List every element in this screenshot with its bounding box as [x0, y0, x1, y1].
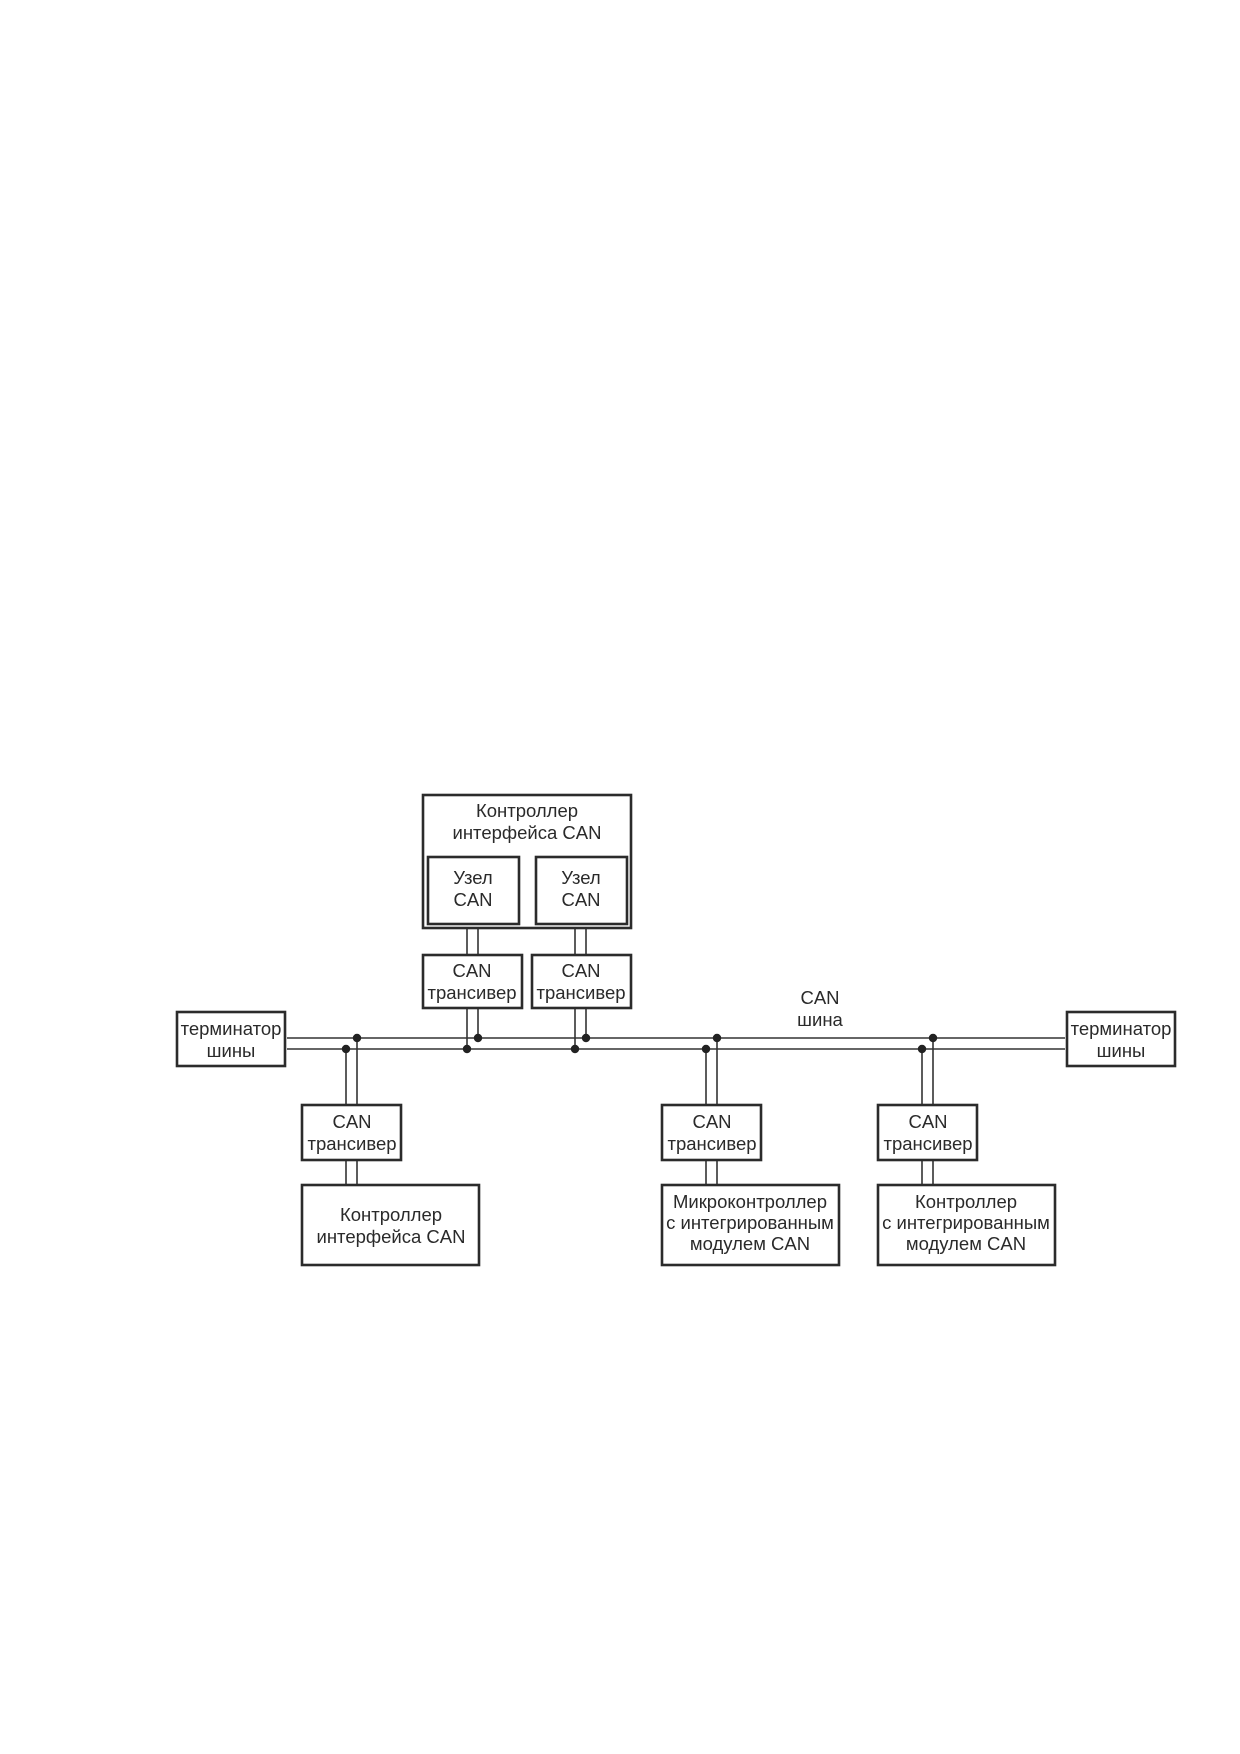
top-controller-title-line1: Контроллер — [476, 800, 578, 821]
transceiver-frame — [300, 1103, 403, 1162]
bus-label-line1: CAN — [800, 987, 839, 1008]
terminator-left: терминатор шины — [175, 1010, 287, 1068]
controller-frame — [300, 1183, 481, 1267]
transceiver-frame — [530, 953, 633, 1010]
junction-dot — [570, 1044, 580, 1054]
junction-dot — [341, 1044, 351, 1054]
junction-dot — [917, 1044, 927, 1054]
can-node-left-line2: CAN — [453, 889, 492, 910]
top-transceiver-right: CAN трансивер — [530, 953, 633, 1010]
controller-frame — [660, 1183, 841, 1267]
transceiver-line1: CAN — [452, 960, 491, 981]
top-transceiver-left: CAN трансивер — [421, 953, 524, 1010]
controller-frame — [876, 1183, 1057, 1267]
junction-dot — [473, 1033, 483, 1043]
transceiver-line2: трансивер — [427, 982, 516, 1003]
terminator-line2: шины — [207, 1040, 256, 1061]
transceiver-line1: CAN — [692, 1111, 731, 1132]
terminator-frame — [1065, 1010, 1177, 1068]
bottom-transceiver-2: CAN трансивер — [660, 1103, 763, 1162]
top-controller-title-line2: интерфейса CAN — [453, 822, 602, 843]
bottom-controller-1-line2: интерфейса CAN — [317, 1226, 466, 1247]
can-node-right-frame — [534, 855, 629, 926]
junction-dot — [928, 1033, 938, 1043]
transceiver-line2: трансивер — [667, 1133, 756, 1154]
transceiver-line1: CAN — [561, 960, 600, 981]
can-bus-lines — [287, 1037, 1065, 1050]
can-node-left-line1: Узел — [453, 867, 492, 888]
can-node-right-line1: Узел — [561, 867, 600, 888]
terminator-line1: терминатор — [181, 1018, 282, 1039]
bottom-controller-2: Микроконтроллер с интегрированным модуле… — [660, 1183, 841, 1267]
can-node-right: Узел CAN — [534, 855, 629, 926]
junction-dot — [712, 1033, 722, 1043]
transceiver-line2: трансивер — [536, 982, 625, 1003]
bottom-controller-3-line1: Контроллер — [915, 1191, 1017, 1212]
terminator-frame — [175, 1010, 287, 1068]
transceiver-line1: CAN — [332, 1111, 371, 1132]
transceiver-line2: трансивер — [307, 1133, 396, 1154]
transceiver-frame — [876, 1103, 979, 1162]
can-bus-label: CAN шина — [797, 987, 843, 1030]
junction-dot — [581, 1033, 591, 1043]
can-node-left-frame — [426, 855, 521, 926]
bottom-controller-2-line1: Микроконтроллер — [673, 1191, 827, 1212]
connection-wires — [345, 927, 934, 1185]
transceiver-line2: трансивер — [883, 1133, 972, 1154]
transceiver-line1: CAN — [908, 1111, 947, 1132]
bottom-controller-3-line3: модулем CAN — [906, 1233, 1026, 1254]
junction-dot — [462, 1044, 472, 1054]
junction-dots — [341, 1033, 938, 1054]
terminator-right: терминатор шины — [1065, 1010, 1177, 1068]
top-can-controller: Контроллер интерфейса CAN Узел CAN Узел … — [421, 793, 633, 930]
terminator-line2: шины — [1097, 1040, 1146, 1061]
bottom-controller-1: Контроллер интерфейса CAN — [300, 1183, 481, 1267]
transceiver-frame — [660, 1103, 763, 1162]
junction-dot — [701, 1044, 711, 1054]
transceiver-frame — [421, 953, 524, 1010]
bottom-controller-2-line2: с интегрированным — [666, 1212, 834, 1233]
terminator-line1: терминатор — [1071, 1018, 1172, 1039]
bottom-controller-2-line3: модулем CAN — [690, 1233, 810, 1254]
bottom-transceiver-1: CAN трансивер — [300, 1103, 403, 1162]
junction-dot — [352, 1033, 362, 1043]
bottom-controller-3-line2: с интегрированным — [882, 1212, 1050, 1233]
can-node-left: Узел CAN — [426, 855, 521, 926]
bottom-transceiver-3: CAN трансивер — [876, 1103, 979, 1162]
bus-label-line2: шина — [797, 1009, 843, 1030]
bottom-controller-3: Контроллер с интегрированным модулем CAN — [876, 1183, 1057, 1267]
bottom-controller-1-line1: Контроллер — [340, 1204, 442, 1225]
can-node-right-line2: CAN — [561, 889, 600, 910]
